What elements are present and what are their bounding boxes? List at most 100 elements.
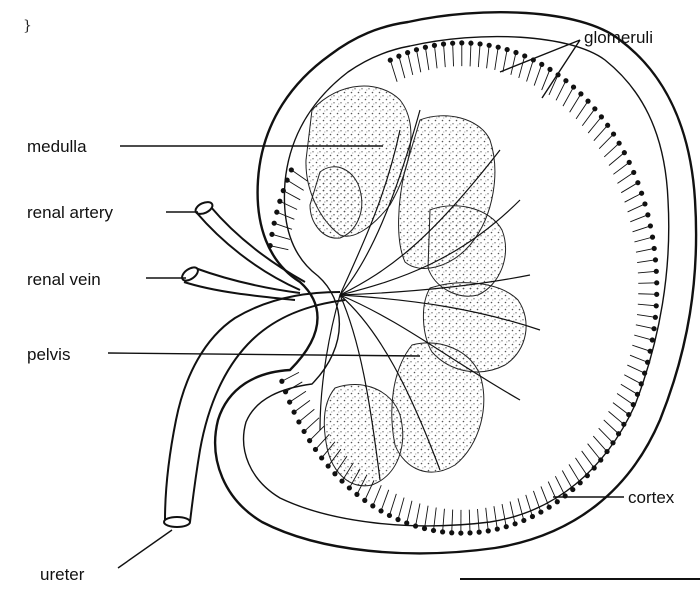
glomerulus-stalk <box>563 87 574 106</box>
glomerulus <box>495 526 500 531</box>
glomerulus-stalk <box>613 162 629 174</box>
glomerulus-stalk <box>570 94 581 112</box>
glomerulus-stalk <box>630 355 648 362</box>
glomerulus-stalk <box>575 458 587 476</box>
renal-pelvis <box>165 292 340 520</box>
glomerulus <box>585 473 590 478</box>
glomerulus <box>387 513 392 518</box>
glomerulus-stalk <box>510 501 515 523</box>
glomerulus <box>645 212 650 217</box>
glomerulus-stalk <box>617 394 633 405</box>
glomerulus <box>281 188 286 193</box>
glomerulus-stalk <box>444 44 446 67</box>
glomerulus <box>616 431 621 436</box>
glomerulus <box>467 530 472 535</box>
renal-artery-opening <box>194 200 215 217</box>
glomerulus <box>291 410 296 415</box>
glomerulus <box>650 337 655 342</box>
glomerulus-stalk <box>582 451 595 468</box>
glomerulus <box>272 221 277 226</box>
glomerulus-stalk <box>399 56 405 78</box>
glomerulus <box>555 499 560 504</box>
glomerulus <box>635 180 640 185</box>
glomerulus-stalk <box>588 444 601 460</box>
glomerulus-stalk <box>637 260 655 263</box>
glomerulus-stalk <box>576 101 588 119</box>
glomerulus-stalk <box>280 201 297 209</box>
glomerulus-stalk <box>416 503 420 526</box>
glomerulus-stalk <box>634 335 652 340</box>
glomerulus <box>654 280 659 285</box>
glomerulus-stalk <box>527 60 534 82</box>
glomerulus-stalk <box>582 109 595 126</box>
glomerulus-stalk <box>478 44 480 67</box>
glomerulus-stalk <box>494 506 497 529</box>
glomerulus <box>653 257 658 262</box>
glomerulus <box>296 419 301 424</box>
glomerulus <box>538 509 543 514</box>
glomerulus-stalk <box>621 384 638 394</box>
glomerulus-stalk <box>470 43 471 66</box>
medulla-label: medulla <box>27 137 87 156</box>
glomerulus-stalk <box>486 508 488 531</box>
glomerulus <box>648 349 653 354</box>
glomerulus-stalk <box>283 191 300 200</box>
glomerulus <box>504 524 509 529</box>
glomeruli-label: glomeruli <box>584 28 653 47</box>
stray-mark: } <box>23 18 32 34</box>
glomerulus <box>283 389 288 394</box>
glomerulus <box>512 521 517 526</box>
glomerulus-stalk <box>599 428 613 443</box>
glomerulus-stalk <box>390 60 397 82</box>
glomerulus <box>631 170 636 175</box>
glomerulus <box>496 45 501 50</box>
glomerulus-stalk <box>637 315 655 318</box>
glomerulus <box>654 269 659 274</box>
glomerulus <box>413 523 418 528</box>
glomerulus <box>639 191 644 196</box>
glomerulus <box>277 199 282 204</box>
pelvis-label: pelvis <box>27 345 70 364</box>
glomerulus-stalk <box>270 246 288 250</box>
renal-vein-opening <box>180 265 200 284</box>
glomerulus <box>642 371 647 376</box>
glomerulus <box>362 498 367 503</box>
glomerulus-stalk <box>434 507 437 530</box>
glomerulus-stalk <box>373 485 381 506</box>
glomerulus <box>622 150 627 155</box>
glomerulus-stalk <box>299 409 314 422</box>
glomerulus <box>287 399 292 404</box>
glomerulus <box>570 487 575 492</box>
glomerulus-stalk <box>502 504 506 527</box>
glomerulus-stalk <box>443 509 445 532</box>
glomerulus-stalk <box>408 53 413 75</box>
glomerulus <box>326 463 331 468</box>
glomerulus <box>522 53 527 58</box>
glomerulus-stalk <box>425 47 428 70</box>
glomerulus <box>621 422 626 427</box>
glomerulus <box>547 505 552 510</box>
glomerulus-stalk <box>304 418 319 432</box>
glomerulus <box>468 41 473 46</box>
glomerulus <box>654 303 659 308</box>
glomerulus <box>611 131 616 136</box>
glomerulus <box>388 58 393 63</box>
glomerulus-stalk <box>624 375 641 384</box>
glomerulus <box>610 440 615 445</box>
glomerulus-stalk <box>398 498 404 520</box>
glomerulus-stalk <box>636 248 654 252</box>
glomerulus <box>459 40 464 45</box>
glomerulus <box>449 530 454 535</box>
glomerulus-stalk <box>638 304 656 306</box>
glomerulus <box>605 123 610 128</box>
renal-artery <box>196 206 305 290</box>
pyramid <box>324 384 402 485</box>
glomerulus <box>513 50 518 55</box>
glomerulus <box>653 315 658 320</box>
glomerulus-stalk <box>291 170 307 181</box>
glomerulus <box>370 503 375 508</box>
glomerulus <box>626 412 631 417</box>
glomerulus-stalk <box>453 43 454 66</box>
glomerulus-stalk <box>633 226 651 232</box>
glomerulus <box>592 106 597 111</box>
